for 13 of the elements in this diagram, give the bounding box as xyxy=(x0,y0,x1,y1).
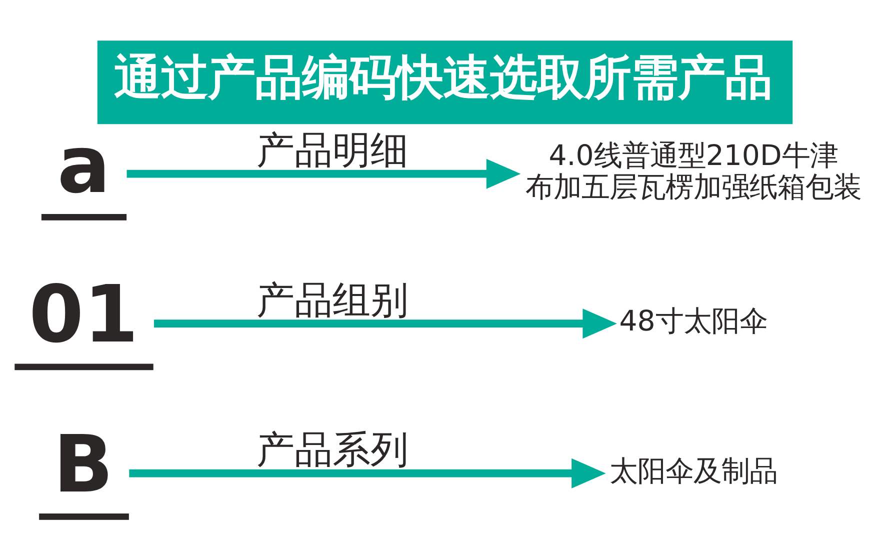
edge-label: 产品组别 xyxy=(256,277,408,322)
arrow xyxy=(154,308,617,338)
arrow xyxy=(126,158,521,188)
node-text: B xyxy=(53,418,114,510)
edge-label: 产品明细 xyxy=(256,128,408,172)
diagram-title: 通过产品编码快速选取所需产品 xyxy=(114,50,772,105)
arrow xyxy=(129,458,606,488)
node-text: a xyxy=(57,118,110,210)
node-text: 太阳伞及制品 xyxy=(609,454,778,487)
node-text: 01 xyxy=(28,268,139,360)
edge-label: 产品系列 xyxy=(256,427,408,472)
node-text: 48寸太阳伞 xyxy=(619,304,768,338)
node-text: 4.0线普通型210D牛津布加五层瓦楞加强纸箱包装 xyxy=(525,138,862,204)
